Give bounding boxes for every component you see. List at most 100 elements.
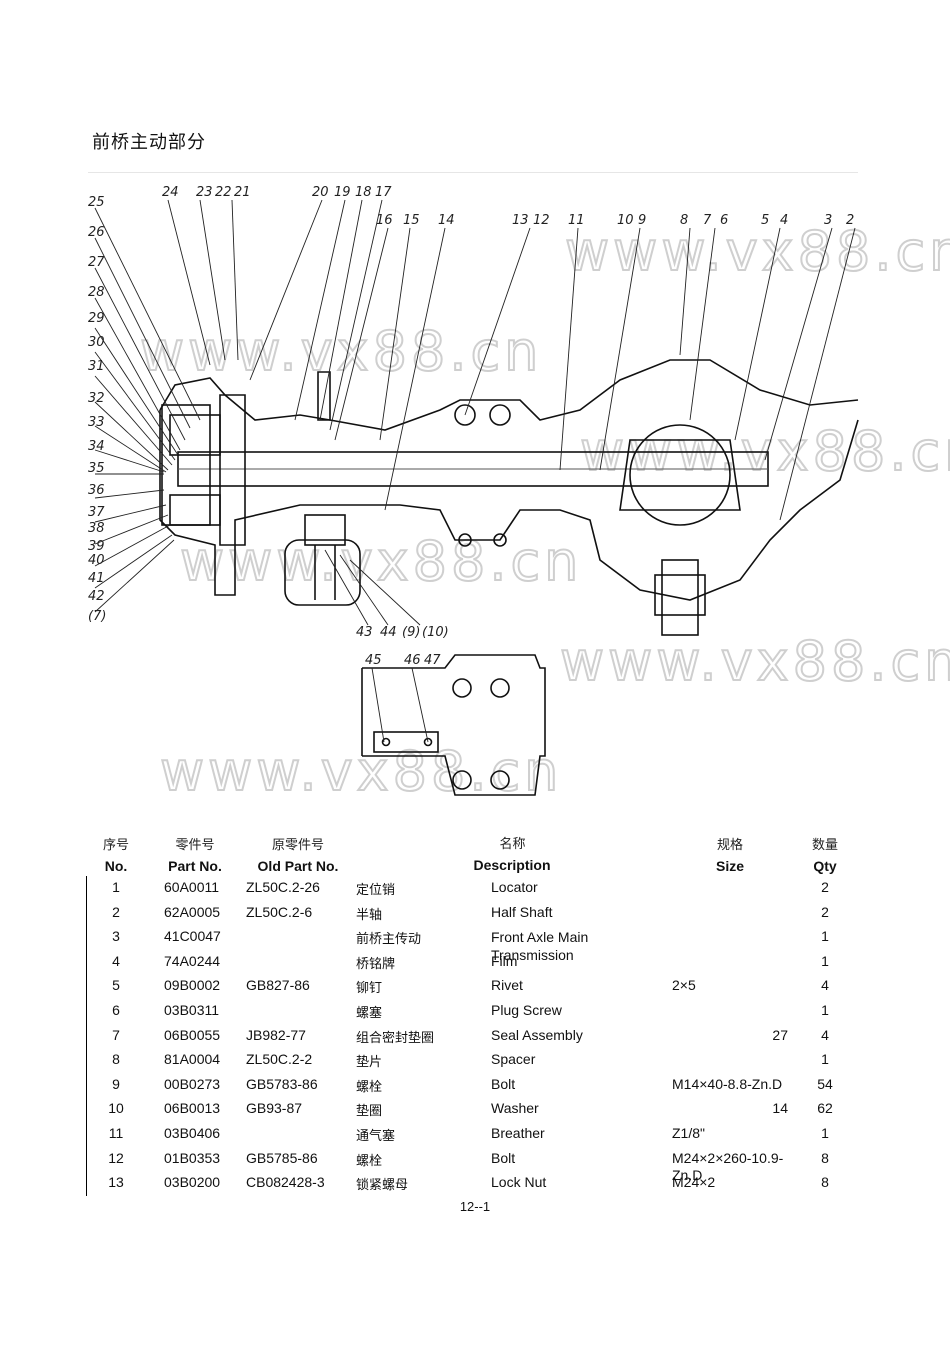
callout-3: 3	[824, 213, 832, 228]
cell-old-part-no: JB982-77	[246, 1027, 306, 1043]
cell-description: Spacer	[491, 1051, 536, 1067]
callout-43: 43	[356, 625, 373, 640]
cell-no: 8	[112, 1051, 120, 1067]
callout-46: 46	[404, 653, 421, 668]
cell-no: 7	[112, 1027, 120, 1043]
cell-description: Plug Screw	[491, 1002, 562, 1018]
cell-description: Rivet	[491, 977, 523, 993]
cell-no: 10	[108, 1100, 124, 1116]
header-en-old: Old Part No.	[257, 858, 339, 874]
callout-23: 23	[196, 185, 213, 200]
cell-old-part-no: CB082428-3	[246, 1174, 325, 1190]
cell-qty: 4	[821, 1027, 829, 1043]
callout-22: 22	[215, 185, 232, 200]
callout-44: 44	[380, 625, 397, 640]
callout-45: 45	[365, 653, 382, 668]
callout-14: 14	[438, 213, 455, 228]
cell-part-no: 60A0011	[164, 879, 220, 895]
header-cn-no: 序号	[102, 838, 129, 853]
callout-11: 11	[568, 213, 585, 228]
cell-description: Half Shaft	[491, 904, 553, 920]
cell-part-no: 00B0273	[164, 1076, 221, 1092]
watermark-6: www.vx88.cn	[160, 740, 562, 803]
axle-diagram: www.vx88.cn www.vx88.cn www.vx88.cn www.…	[88, 185, 950, 804]
cell-qty: 8	[821, 1150, 829, 1166]
callout-7-ref: (7)	[88, 609, 106, 624]
cell-name-cn: 锁紧螺母	[356, 1178, 409, 1193]
cell-part-no: 06B0055	[164, 1027, 221, 1043]
cell-no: 11	[108, 1125, 124, 1141]
callout-17: 17	[375, 185, 392, 200]
cell-description: Bolt	[491, 1076, 516, 1092]
page-title: 前桥主动部分	[92, 132, 206, 153]
cell-qty: 54	[817, 1076, 833, 1092]
callout-21: 21	[234, 185, 251, 200]
cell-description: Seal Assembly	[491, 1027, 583, 1043]
callout-42: 42	[88, 589, 105, 604]
cell-no: 9	[112, 1076, 120, 1092]
cell-no: 13	[108, 1174, 124, 1190]
cell-old-part-no: ZL50C.2-2	[246, 1051, 313, 1067]
callout-7: 7	[703, 213, 712, 228]
cell-old-part-no: GB93-87	[246, 1100, 303, 1116]
cell-name-cn: 半轴	[356, 908, 383, 923]
callout-8: 8	[680, 213, 688, 228]
cell-description: Bolt	[491, 1150, 516, 1166]
callout-27: 27	[88, 255, 105, 270]
cell-size: 2×5	[672, 977, 696, 993]
callout-31: 31	[88, 359, 105, 374]
page-number: 12--1	[459, 1199, 491, 1214]
watermark-1: www.vx88.cn	[565, 220, 950, 283]
header-en-qty: Qty	[813, 858, 837, 874]
callout-20: 20	[312, 185, 329, 200]
cell-part-no: 62A0005	[164, 904, 221, 920]
cell-part-no: 03B0311	[164, 1002, 220, 1018]
callout-28: 28	[88, 285, 105, 300]
header-en-no: No.	[104, 858, 128, 874]
table-left-rule	[86, 876, 87, 1196]
cell-name-cn: 螺栓	[356, 1154, 383, 1169]
cell-part-no: 03B0406	[164, 1125, 221, 1141]
cell-part-no: 09B0002	[164, 977, 221, 993]
callout-15: 15	[403, 213, 420, 228]
callout-47: 47	[424, 653, 441, 668]
cell-name-cn: 垫圈	[356, 1104, 383, 1119]
cell-qty: 1	[821, 928, 829, 944]
callout-34: 34	[88, 439, 105, 454]
cell-qty: 8	[821, 1174, 829, 1190]
cell-qty: 1	[821, 1051, 829, 1067]
callout-5: 5	[761, 213, 769, 228]
cell-part-no: 06B0013	[164, 1100, 221, 1116]
callout-25: 25	[88, 195, 105, 210]
title-divider	[88, 172, 858, 173]
cell-no: 6	[112, 1002, 120, 1018]
cell-name-cn: 垫片	[356, 1055, 383, 1070]
callout-40: 40	[88, 553, 105, 568]
header-en-desc: Description	[473, 857, 551, 873]
cell-description: Film	[491, 953, 518, 969]
cell-qty: 1	[821, 1125, 829, 1141]
callout-16: 16	[376, 213, 393, 228]
callout-4: 4	[780, 213, 788, 228]
cell-name-cn: 定位销	[356, 883, 396, 898]
cell-size: 14	[772, 1100, 788, 1116]
cell-old-part-no: GB5783-86	[246, 1076, 318, 1092]
header-en-part: Part No.	[168, 858, 222, 874]
callout-18: 18	[355, 185, 372, 200]
callout-19: 19	[334, 185, 351, 200]
callout-38: 38	[88, 521, 105, 536]
header-en-size: Size	[715, 858, 744, 874]
cell-description: Breather	[491, 1125, 545, 1141]
cell-description: Washer	[491, 1100, 539, 1116]
cell-qty: 4	[821, 977, 829, 993]
cell-size: 27	[772, 1027, 788, 1043]
cell-part-no: 01B0353	[164, 1150, 221, 1166]
cell-old-part-no: GB827-86	[246, 977, 310, 993]
callout-2: 2	[846, 213, 854, 228]
cell-old-part-no: ZL50C.2-26	[246, 879, 320, 895]
cell-part-no: 74A0244	[164, 953, 221, 969]
header-cn-qty: 数量	[811, 838, 838, 853]
callout-12: 12	[533, 213, 550, 228]
cell-no: 1	[112, 879, 120, 895]
cell-part-no: 03B0200	[164, 1174, 221, 1190]
